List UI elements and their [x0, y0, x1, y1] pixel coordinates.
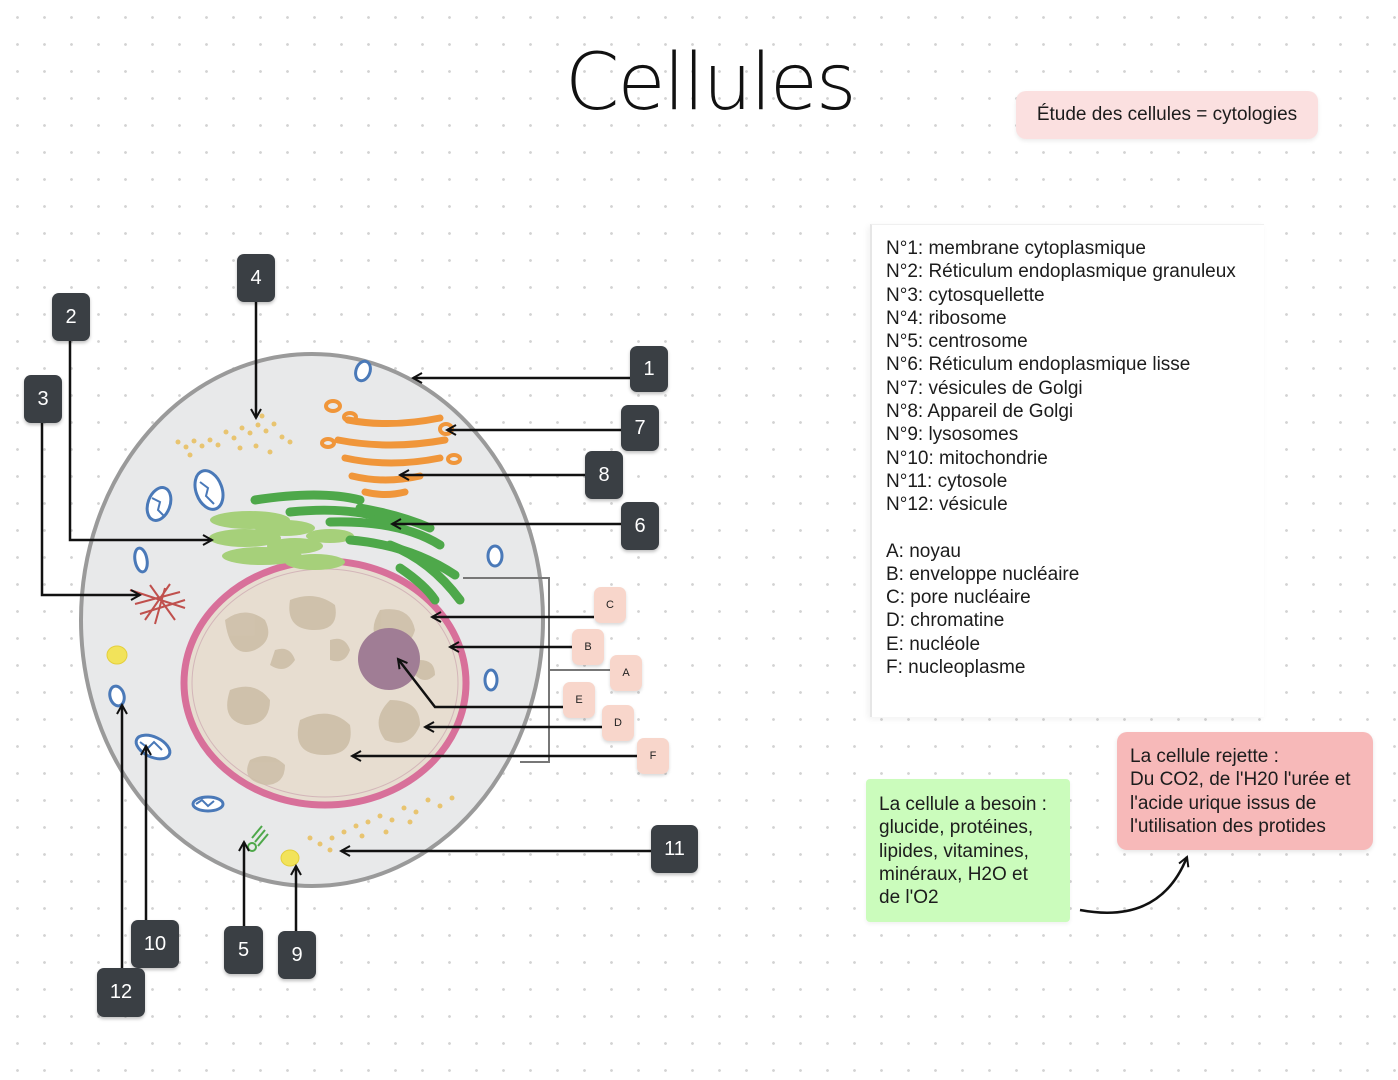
- note-line: l'utilisation des protides: [1130, 815, 1326, 837]
- label-10: 10: [131, 920, 179, 968]
- page-title: Cellules: [565, 38, 857, 128]
- cytology-note: Étude des cellules = cytologies: [1016, 91, 1318, 139]
- label-11: 11: [651, 825, 698, 873]
- legend-item: N°9: lysosomes: [886, 424, 1019, 446]
- label-7: 7: [621, 405, 659, 451]
- rough-er: [209, 511, 354, 570]
- label-c: C: [594, 587, 626, 623]
- legend-item: N°2: Réticulum endoplasmique granuleux: [886, 261, 1236, 283]
- legend-item: N°7: vésicules de Golgi: [886, 377, 1083, 399]
- pointer-lines: [40, 302, 651, 968]
- legend-panel: N°1: membrane cytoplasmique N°2: Réticul…: [870, 224, 1264, 717]
- vesicles: [108, 359, 504, 708]
- chromatin: [225, 596, 435, 785]
- label-d: D: [602, 705, 634, 741]
- golgi-apparatus: [334, 414, 449, 498]
- note-line: La cellule rejette :: [1130, 746, 1279, 767]
- legend-item: C: pore nucléaire: [886, 587, 1031, 609]
- legend-item: N°3: cytosquellette: [886, 284, 1045, 306]
- legend-item: N°1: membrane cytoplasmique: [886, 238, 1146, 259]
- legend-item: N°4: ribosome: [886, 307, 1007, 329]
- legend-item: D: chromatine: [886, 610, 1005, 632]
- legend-item: N°6: Réticulum endoplasmique lisse: [886, 354, 1191, 376]
- cell-rejects-note: La cellule rejette : Du CO2, de l'H20 l'…: [1117, 732, 1373, 850]
- nucleus: [180, 557, 470, 809]
- flow-arrow: [1079, 857, 1187, 914]
- label-3: 3: [24, 375, 62, 423]
- cell-needs-note: La cellule a besoin : glucide, protéines…: [866, 779, 1070, 922]
- label-f: F: [637, 738, 669, 774]
- label-5: 5: [224, 926, 263, 974]
- note-line: lipides, vitamines,: [879, 840, 1029, 862]
- label-9: 9: [278, 931, 316, 979]
- legend-item: N°8: Appareil de Golgi: [886, 401, 1074, 423]
- label-2: 2: [52, 293, 90, 341]
- note-line: de l'O2: [879, 887, 939, 909]
- label-8: 8: [585, 451, 623, 499]
- label-a: A: [610, 655, 642, 691]
- legend-item: N°10: mitochondrie: [886, 447, 1048, 469]
- label-4: 4: [237, 254, 275, 302]
- note-line: La cellule a besoin :: [879, 794, 1047, 815]
- legend-item: A: noyau: [886, 540, 961, 562]
- legend-item: N°12: vésicule: [886, 494, 1008, 516]
- lysosomes: [106, 645, 300, 867]
- legend-item: F: nucleoplasme: [886, 657, 1026, 679]
- note-line: glucide, protéines,: [879, 817, 1034, 839]
- nucleolus: [358, 628, 420, 690]
- note-line: minéraux, H2O et: [879, 863, 1028, 885]
- legend-item: N°11: cytosole: [886, 470, 1008, 492]
- mitochondria: [133, 469, 225, 813]
- note-line: l'acide urique issus de: [1130, 792, 1317, 814]
- legend-item: N°5: centrosome: [886, 331, 1028, 353]
- label-1: 1: [630, 346, 668, 392]
- legend-item: E: nucléole: [886, 633, 981, 655]
- nuclear-envelope: [180, 557, 470, 809]
- label-e: E: [563, 682, 595, 718]
- label-b: B: [572, 629, 604, 665]
- note-line: Du CO2, de l'H20 l'urée et: [1130, 769, 1351, 791]
- legend-item: B: enveloppe nucléaire: [886, 563, 1080, 585]
- label-12: 12: [97, 968, 145, 1017]
- free-ribosomes: [175, 413, 455, 853]
- label-6: 6: [621, 502, 659, 550]
